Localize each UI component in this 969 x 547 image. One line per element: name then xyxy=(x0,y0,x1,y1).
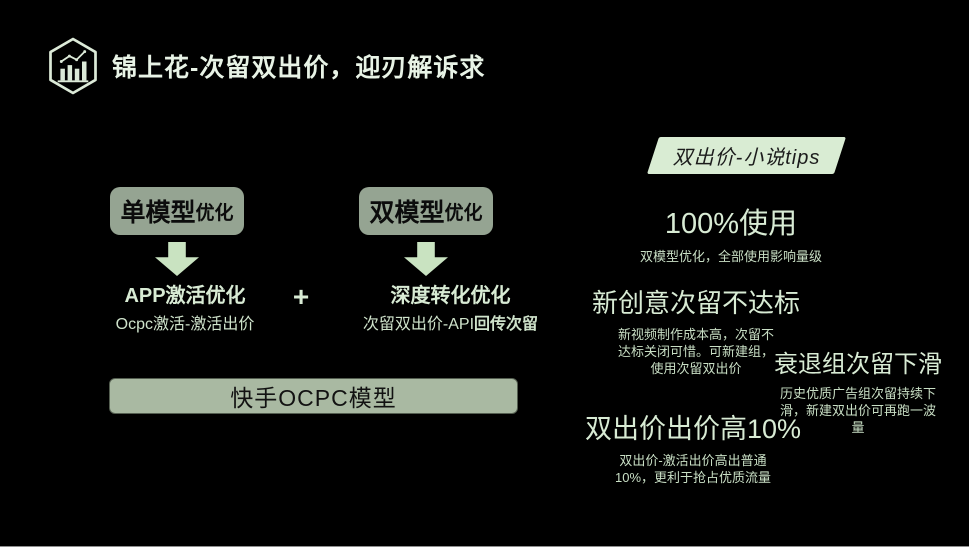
tip-subtext-line: 双模型优化，全部使用影响量级 xyxy=(639,249,822,264)
tip-higher-bid: 双出价出价高10% 双出价-激活出价高出普通 10%，更利于抢占优质流量 xyxy=(580,407,806,486)
plus-sign: + xyxy=(292,281,310,312)
double-model-box: 双模型优化 xyxy=(359,187,493,235)
tip-subtext-line: 使用次留双出价 xyxy=(650,361,742,376)
tip-subtext: 双模型优化，全部使用影响量级 xyxy=(618,248,844,265)
tip-heading: 新创意次留不达标 xyxy=(591,288,800,318)
tip-subtext-line: 双出价-激活出价高出普通 xyxy=(619,453,767,468)
tip-heading: 衰退组次留下滑 xyxy=(774,351,942,378)
bar-chart-hexagon-icon xyxy=(49,37,97,95)
ocpc-model-box: 快手OCPC模型 xyxy=(109,378,518,414)
tips-banner-label: 双出价-小说tips xyxy=(672,147,821,169)
down-arrow-icon xyxy=(155,242,199,276)
tip-subtext: 历史优质广告组次留持续下 滑，新建双出价可再跑一波 量 xyxy=(763,385,953,436)
tip-subtext-line: 新视频制作成本高，次留不 xyxy=(617,327,774,342)
tip-declining-group: 衰退组次留下滑 历史优质广告组次留持续下 滑，新建双出价可再跑一波 量 xyxy=(763,344,953,436)
double-model-box-suffix: 优化 xyxy=(444,202,483,224)
down-arrow-icon xyxy=(404,242,448,276)
tip-subtext-line: 历史优质广告组次留持续下 xyxy=(779,386,936,401)
page-title: 锦上花-次留双出价，迎刃解诉求 xyxy=(112,54,486,82)
branch-subtext: 次留双出价-API回传次留 xyxy=(348,314,553,336)
single-model-box-label: 单模型 xyxy=(120,199,196,227)
tip-subtext: 新视频制作成本高，次留不 达标关闭可惜。可新建组， 使用次留双出价 xyxy=(585,326,807,377)
single-model-box-suffix: 优化 xyxy=(195,202,234,224)
tip-heading: 双出价出价高10% xyxy=(584,414,802,444)
tip-new-creative: 新创意次留不达标 新视频制作成本高，次留不 达标关闭可惜。可新建组， 使用次留双… xyxy=(585,283,807,377)
branch-subtext-bold: 回传次留 xyxy=(474,316,539,333)
tip-subtext-line: 达标关闭可惜。可新建组， xyxy=(617,344,774,359)
branch-heading: 深度转化优化 xyxy=(390,285,511,307)
tip-100-percent: 100%使用 双模型优化，全部使用影响量级 xyxy=(618,200,844,265)
tip-subtext-line: 滑，新建双出价可再跑一波 xyxy=(779,403,936,418)
double-model-box-label: 双模型 xyxy=(369,199,445,227)
tip-subtext-line: 10%，更利于抢占优质流量 xyxy=(614,470,772,485)
branch-heading: APP激活优化 xyxy=(124,285,246,307)
tip-heading: 100%使用 xyxy=(664,208,798,240)
tip-subtext: 双出价-激活出价高出普通 10%，更利于抢占优质流量 xyxy=(580,452,806,486)
branch-subtext-regular: 次留双出价-API xyxy=(362,316,475,333)
single-model-box: 单模型优化 xyxy=(110,187,244,235)
slide-header: 锦上花-次留双出价，迎刃解诉求 xyxy=(46,36,485,96)
branch-deep-conversion: 深度转化优化 次留双出价-API回传次留 xyxy=(348,284,553,336)
branch-subtext: Ocpc激活-激活出价 xyxy=(115,316,255,333)
branch-app-activation: APP激活优化 Ocpc激活-激活出价 xyxy=(105,284,265,336)
tip-subtext-line: 量 xyxy=(851,420,865,435)
